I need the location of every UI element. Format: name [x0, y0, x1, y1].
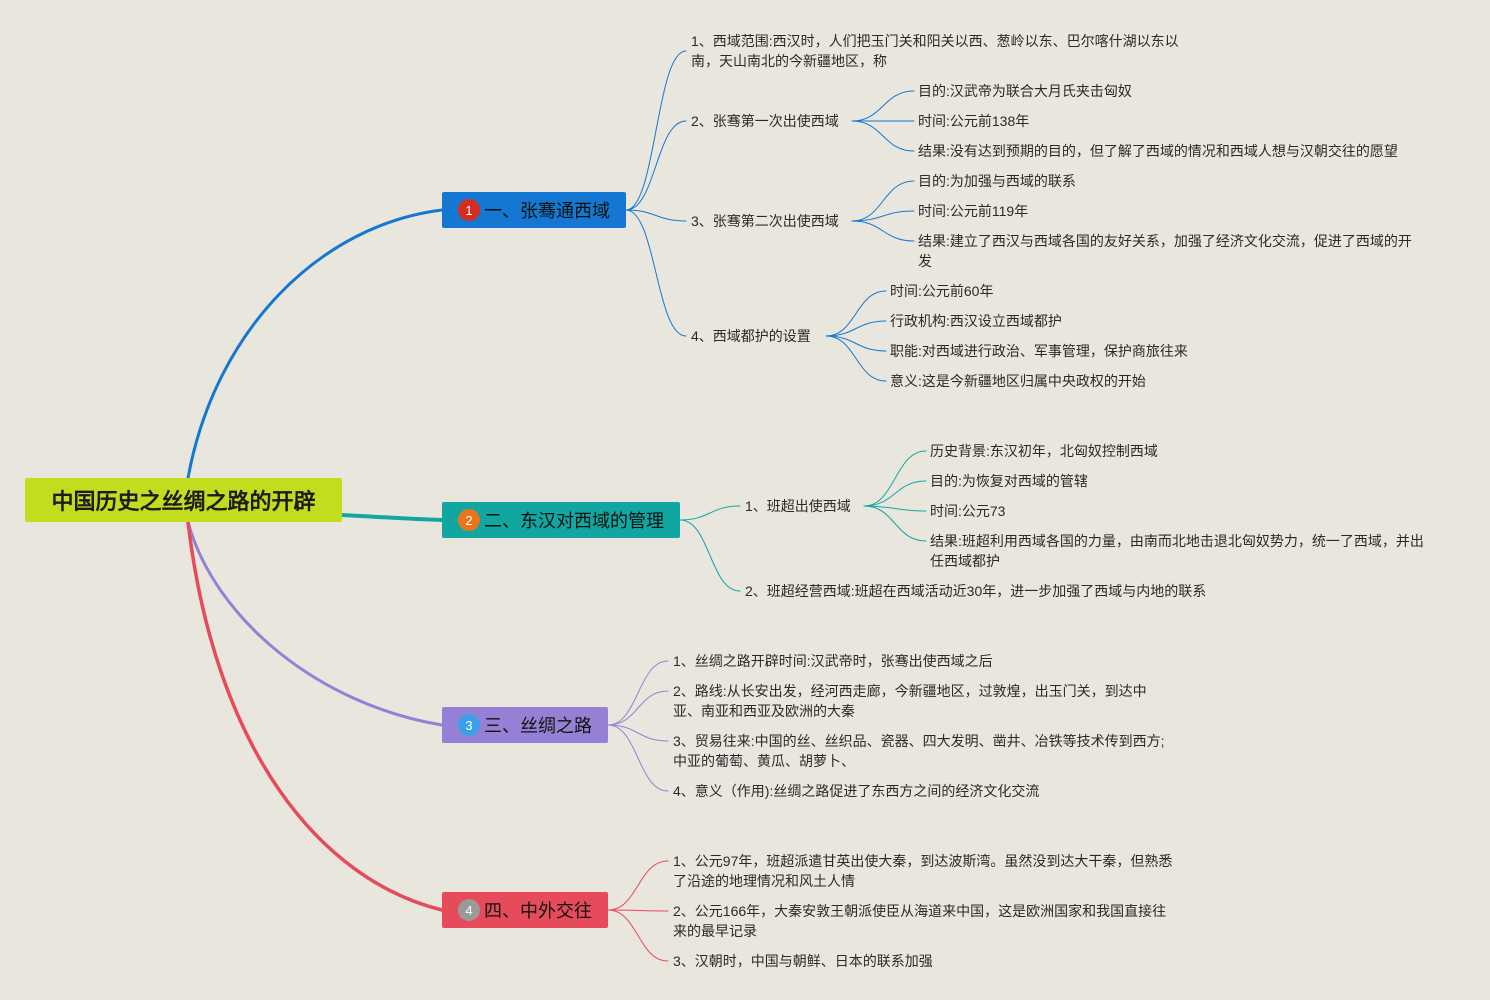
- leaf-protectorate-time[interactable]: 时间:公元前60年: [890, 283, 994, 299]
- branch2-link-1: [679, 519, 741, 592]
- subtopic-protectorate[interactable]: 4、西域都护的设置: [691, 328, 811, 344]
- subtopic-silkroad-trade[interactable]: 3、贸易往来:中国的丝、丝织品、瓷器、四大发明、凿井、冶铁等技术传到西方;中亚的…: [673, 733, 1165, 769]
- root-link-3: [186, 520, 444, 727]
- branch-topic-4[interactable]: 4 四、中外交往: [442, 892, 608, 928]
- root-link-1: [186, 208, 444, 480]
- sub1c-link-1: [851, 210, 915, 222]
- leaf-protectorate-agency[interactable]: 行政机构:西汉设立西域都护: [890, 313, 1062, 329]
- sub1b-link-0: [851, 90, 915, 122]
- sub1d-link-3: [825, 335, 887, 382]
- subtopic-korea-japan[interactable]: 3、汉朝时，中国与朝鲜、日本的联系加强: [673, 953, 933, 969]
- sub2a-link-1: [863, 480, 927, 507]
- sub1c-link-2: [851, 220, 915, 242]
- branch-label: 三、丝绸之路: [484, 716, 592, 736]
- root-link-4: [186, 520, 444, 912]
- subtopic-silkroad-meaning[interactable]: 4、意义（作用):丝绸之路促进了东西方之间的经济文化交流: [673, 783, 1040, 799]
- leaf-first-result[interactable]: 结果:没有达到预期的目的，但了解了西域的情况和西域人想与汉朝交往的愿望: [918, 143, 1398, 159]
- sub1d-link-0: [825, 290, 887, 337]
- sub1b-link-2: [851, 120, 915, 152]
- leaf-first-time[interactable]: 时间:公元前138年: [918, 113, 1030, 129]
- branch1-link-3: [625, 209, 687, 337]
- sub2a-link-3: [863, 505, 927, 542]
- branch3-link-2: [607, 724, 669, 742]
- subtopic-xiyu-range[interactable]: 1、西域范围:西汉时，人们把玉门关和阳关以西、葱岭以东、巴尔喀什湖以东以南，天山…: [691, 33, 1179, 69]
- sub1d-link-1: [825, 320, 887, 337]
- branch-label: 四、中外交往: [484, 901, 592, 921]
- subtopic-second-mission[interactable]: 3、张骞第二次出使西域: [691, 213, 839, 229]
- leaf-protectorate-duty[interactable]: 职能:对西域进行政治、军事管理，保护商旅往来: [890, 343, 1188, 359]
- branch-label: 一、张骞通西域: [484, 201, 610, 221]
- branch4-link-2: [607, 909, 669, 962]
- subtopic-first-mission[interactable]: 2、张骞第一次出使西域: [691, 113, 839, 129]
- leaf-second-time[interactable]: 时间:公元前119年: [918, 203, 1029, 219]
- sub2a-link-2: [863, 505, 927, 512]
- number-badge-icon: 3: [458, 714, 480, 736]
- branch4-link-0: [607, 860, 669, 911]
- subtopic-banchao-management[interactable]: 2、班超经营西域:班超在西域活动近30年，进一步加强了西域与内地的联系: [745, 583, 1207, 599]
- leaf-banchao-time[interactable]: 时间:公元73: [930, 503, 1006, 519]
- subtopic-silkroad-route[interactable]: 2、路线:从长安出发，经河西走廊，今新疆地区，过敦煌，出玉门关，到达中亚、南亚和…: [673, 683, 1147, 719]
- branch4-link-1: [607, 909, 669, 912]
- number-badge-icon: 4: [458, 899, 480, 921]
- branch1-link-1: [625, 120, 687, 211]
- branch2-link-0: [679, 505, 741, 521]
- number-badge-icon: 1: [458, 199, 480, 221]
- root-link-2: [340, 513, 444, 522]
- branch1-link-0: [625, 50, 687, 211]
- branch3-link-3: [607, 724, 669, 792]
- leaf-protectorate-meaning[interactable]: 意义:这是今新疆地区归属中央政权的开始: [890, 373, 1146, 389]
- number-badge-icon: 2: [458, 509, 480, 531]
- sub2a-link-0: [863, 450, 927, 507]
- leaf-banchao-background[interactable]: 历史背景:东汉初年，北匈奴控制西域: [930, 443, 1158, 459]
- sub1d-link-2: [825, 335, 887, 352]
- branch1-link-2: [625, 209, 687, 222]
- branch-label: 二、东汉对西域的管理: [484, 511, 664, 531]
- branch-topic-1[interactable]: 1 一、张骞通西域: [442, 192, 626, 228]
- branch-topic-3[interactable]: 3 三、丝绸之路: [442, 707, 608, 743]
- branch-topic-2[interactable]: 2 二、东汉对西域的管理: [442, 502, 680, 538]
- subtopic-daqin-envoy[interactable]: 2、公元166年，大秦安敦王朝派使臣从海道来中国，这是欧洲国家和我国直接往来的最…: [673, 903, 1167, 939]
- subtopic-banchao-mission[interactable]: 1、班超出使西域: [745, 498, 851, 514]
- branch3-link-0: [607, 660, 669, 726]
- leaf-banchao-result[interactable]: 结果:班超利用西域各国的力量，由南而北地击退北匈奴势力，统一了西域，并出任西域都…: [930, 533, 1424, 569]
- leaf-banchao-purpose[interactable]: 目的:为恢复对西域的管辖: [930, 473, 1088, 489]
- leaf-second-purpose[interactable]: 目的:为加强与西域的联系: [918, 173, 1076, 189]
- subtopic-ganying[interactable]: 1、公元97年，班超派遣甘英出使大秦，到达波斯湾。虽然没到达大干秦，但熟悉了沿途…: [673, 853, 1173, 889]
- root-topic[interactable]: 中国历史之丝绸之路的开辟: [25, 478, 342, 522]
- subtopic-silkroad-time[interactable]: 1、丝绸之路开辟时间:汉武帝时，张骞出使西域之后: [673, 653, 993, 669]
- sub1c-link-0: [851, 180, 915, 222]
- leaf-first-purpose[interactable]: 目的:汉武帝为联合大月氏夹击匈奴: [918, 83, 1132, 99]
- branch3-link-1: [607, 690, 669, 726]
- leaf-second-result[interactable]: 结果:建立了西汉与西域各国的友好关系，加强了经济文化交流，促进了西域的开发: [918, 233, 1412, 269]
